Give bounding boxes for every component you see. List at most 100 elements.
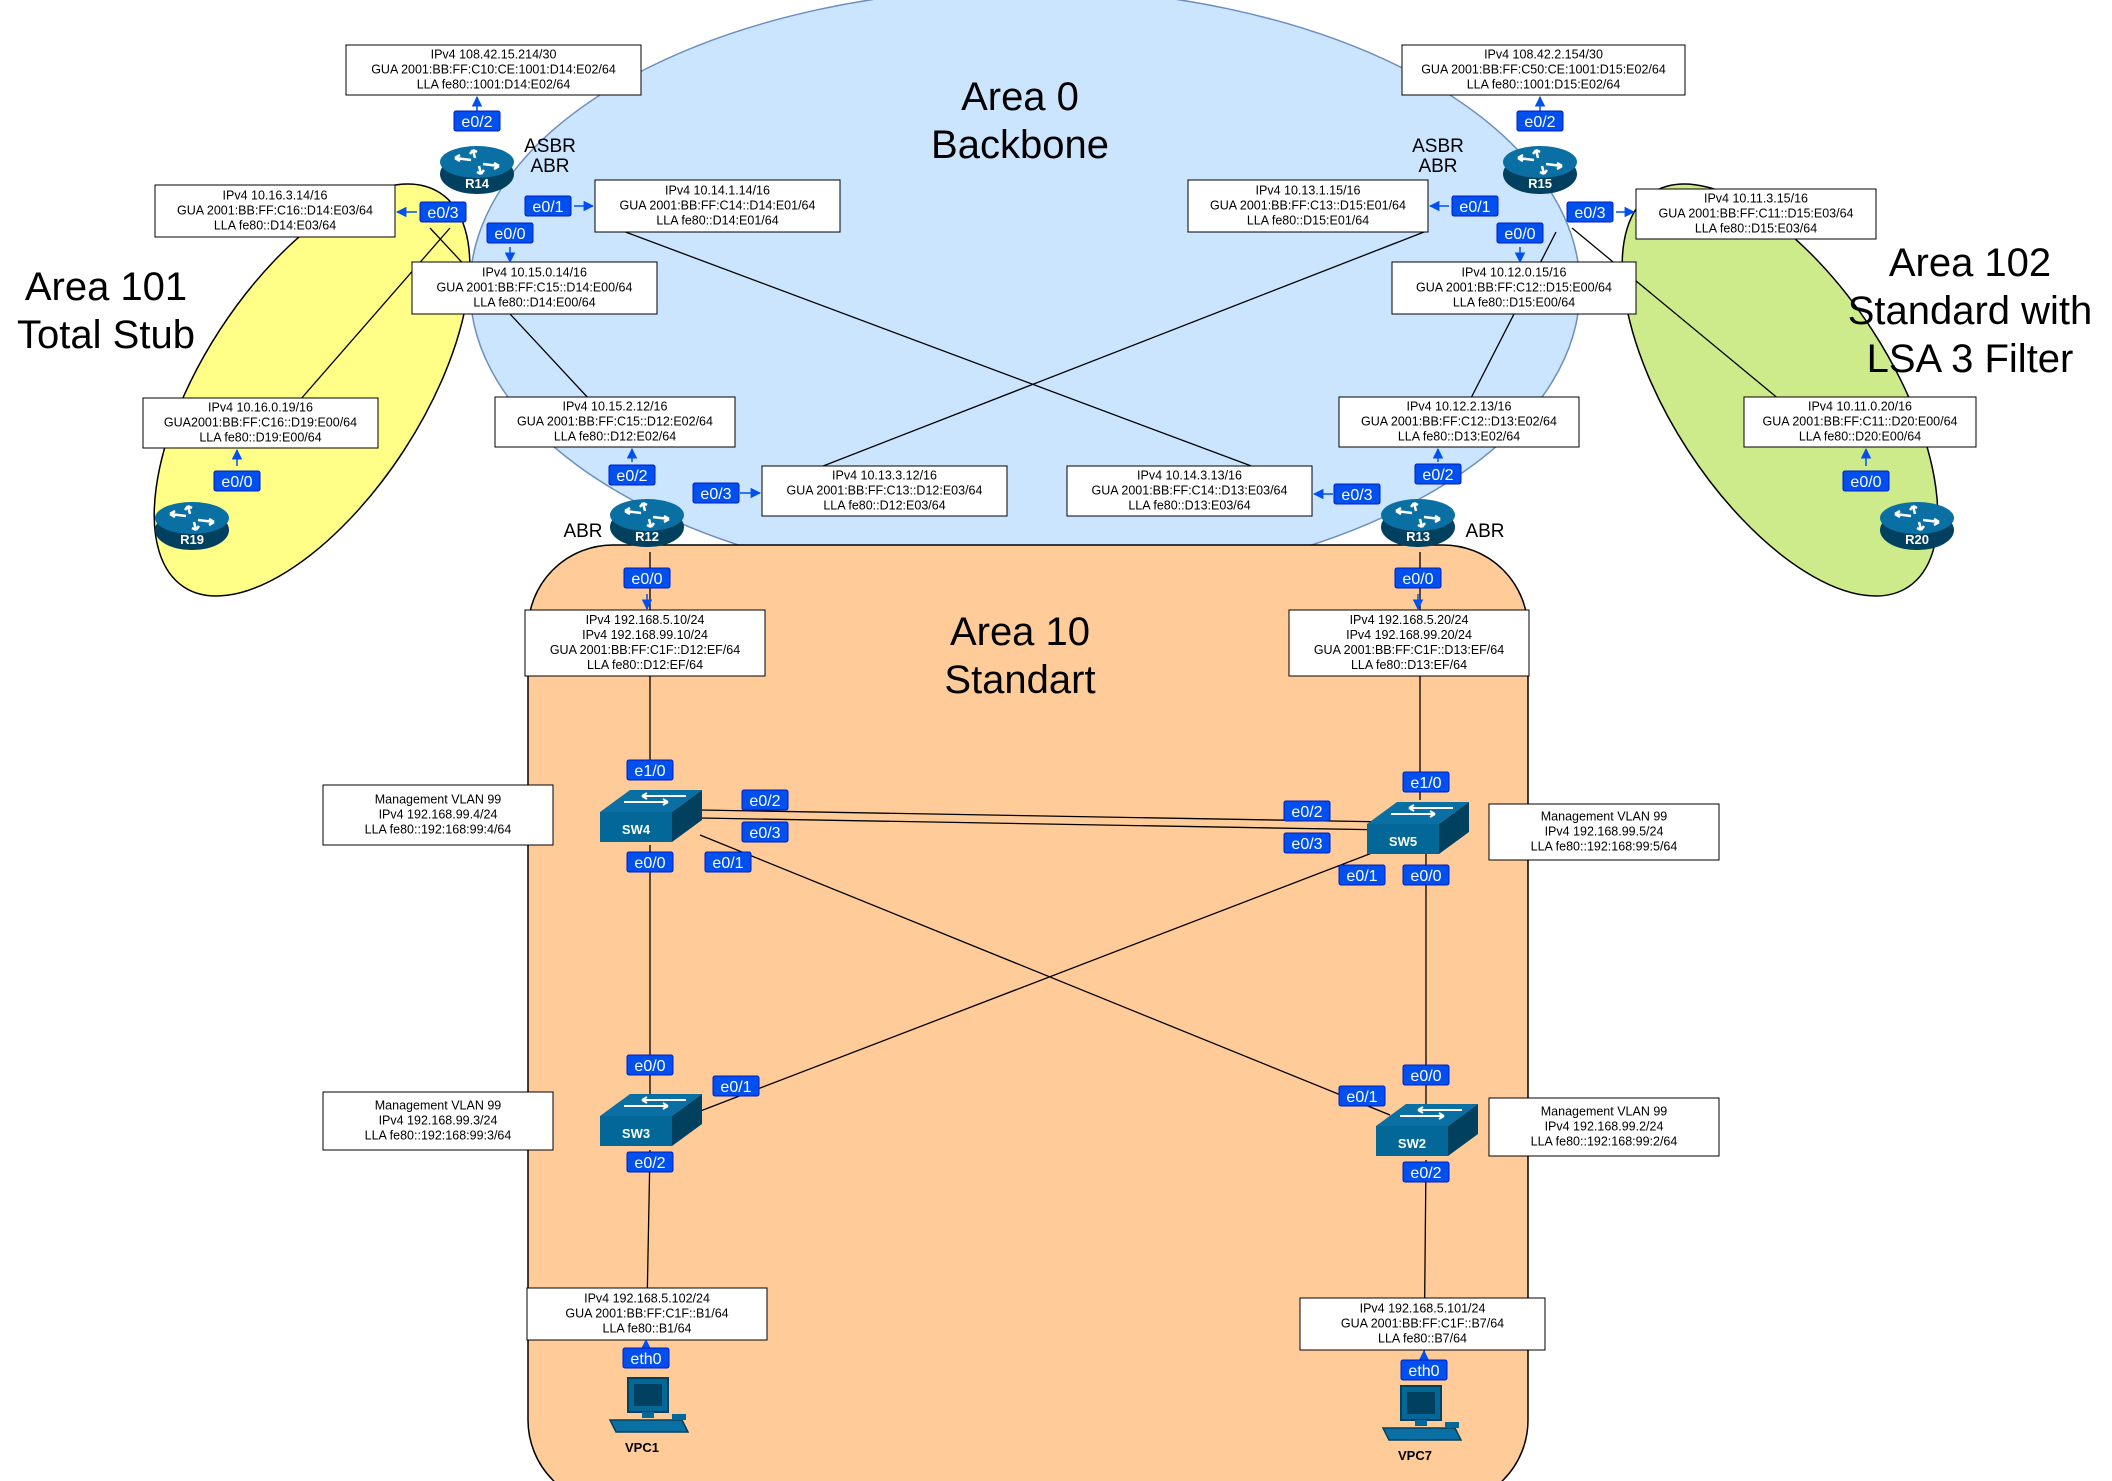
port-label: e0/0 (634, 855, 665, 872)
port-r12-e02[interactable]: e0/2 (608, 447, 656, 486)
port-sw5-e01[interactable]: e0/1 (1338, 864, 1386, 886)
address-line: IPv4 10.13.3.12/16 (832, 469, 937, 483)
area-10-title: Area 10 Standart (944, 610, 1095, 702)
address-line: GUA 2001:BB:FF:C13::D12:E03/64 (787, 484, 983, 498)
address-line: LLA fe80::D20:E00/64 (1799, 430, 1921, 444)
port-vpc7-eth0[interactable]: eth0 (1400, 1349, 1448, 1381)
port-r12-e00[interactable]: e0/0 (623, 567, 671, 611)
port-label: e0/2 (461, 114, 492, 131)
port-sw2-e00[interactable]: e0/0 (1402, 1064, 1450, 1086)
area-102-title-line3: LSA 3 Filter (1867, 337, 2074, 381)
port-sw3-e01[interactable]: e0/1 (712, 1075, 760, 1097)
device-label: R19 (180, 532, 204, 547)
address-line: LLA fe80::192:168:99:3/64 (365, 1129, 512, 1143)
port-label: eth0 (630, 1351, 661, 1368)
area-102-title-line1: Area 102 (1889, 241, 2051, 285)
port-r13-e00[interactable]: e0/0 (1394, 567, 1442, 611)
port-label: eth0 (1408, 1363, 1439, 1380)
device-label: R14 (465, 176, 490, 191)
address-line: Management VLAN 99 (1541, 810, 1668, 824)
sw3-switch[interactable]: SW3 (599, 1093, 703, 1147)
port-sw5-e03[interactable]: e0/3 (1283, 832, 1331, 854)
port-r14-e03[interactable]: e0/3 (395, 201, 467, 223)
port-sw3-e02[interactable]: e0/2 (626, 1151, 674, 1173)
port-r15-e03[interactable]: e0/3 (1566, 201, 1636, 223)
port-sw5-e10[interactable]: e1/0 (1402, 771, 1450, 793)
port-r15-e02[interactable]: e0/2 (1516, 95, 1564, 132)
port-label: e0/0 (1402, 571, 1433, 588)
port-label: e0/0 (634, 1058, 665, 1075)
port-label: e0/1 (532, 199, 563, 216)
r14-role-asbr: ASBR (524, 136, 576, 157)
address-line: LLA fe80::D14:E01/64 (656, 214, 778, 228)
port-sw4-e02[interactable]: e0/2 (741, 789, 789, 811)
r12-router[interactable]: R12 (608, 497, 686, 549)
ports-layer: e0/2 e0/3 e0/1 e0/0 e0/0 e0/2 e0/3 e0/0 e0/2 e0/1… (213, 95, 1890, 1381)
port-sw4-e01[interactable]: e0/1 (704, 851, 752, 873)
port-r15-e01[interactable]: e0/1 (1428, 195, 1499, 217)
address-line: IPv4 10.11.3.15/16 (1704, 192, 1808, 206)
address-line: LLA fe80::B7/64 (1378, 1332, 1467, 1346)
port-r14-e02[interactable]: e0/2 (453, 95, 501, 132)
port-sw4-e00[interactable]: e0/0 (626, 851, 674, 873)
address-line: LLA fe80::D14:E03/64 (214, 219, 336, 233)
sw5-switch[interactable]: SW5 (1366, 801, 1470, 855)
port-sw5-e00[interactable]: e0/0 (1402, 864, 1450, 886)
port-sw3-e00[interactable]: e0/0 (626, 1054, 674, 1076)
link-r15-r13 (1469, 231, 1557, 401)
port-r14-e00[interactable]: e0/0 (486, 222, 534, 264)
r15-router[interactable]: R15 (1501, 144, 1579, 196)
port-label: e0/1 (1346, 868, 1377, 885)
port-sw4-e10[interactable]: e1/0 (626, 759, 674, 781)
port-r20-e00[interactable]: e0/0 (1842, 447, 1890, 492)
device-label: VPC7 (1398, 1448, 1432, 1463)
vpc7-pc[interactable]: VPC7 (1382, 1385, 1462, 1463)
address-line: GUA 2001:BB:FF:C1F::D12:EF/64 (550, 643, 740, 657)
port-r13-e02[interactable]: e0/2 (1414, 447, 1462, 485)
port-label: e0/2 (1422, 467, 1453, 484)
address-line: IPv4 192.168.99.20/24 (1346, 628, 1472, 642)
address-line: LLA fe80::D12:E02/64 (554, 430, 676, 444)
address-line: GUA 2001:BB:FF:C16::D14:E03/64 (177, 204, 373, 218)
port-label: e0/3 (700, 486, 731, 503)
device-label: SW5 (1389, 834, 1417, 849)
port-r14-e01[interactable]: e0/1 (524, 195, 595, 217)
address-line: GUA 2001:BB:FF:C10:CE:1001:D14:E02/64 (371, 63, 616, 77)
port-vpc1-eth0[interactable]: eth0 (622, 1338, 670, 1369)
address-line: IPv4 10.15.0.14/16 (482, 266, 587, 280)
r14-router[interactable]: R14 (438, 144, 516, 196)
port-r19-e00[interactable]: e0/0 (213, 448, 261, 492)
port-sw2-e01[interactable]: e0/1 (1338, 1085, 1386, 1107)
r19-router[interactable]: R19 (153, 500, 231, 552)
port-sw5-e02[interactable]: e0/2 (1283, 800, 1331, 822)
port-sw2-e02[interactable]: e0/2 (1402, 1161, 1450, 1183)
sw2-switch[interactable]: SW2 (1375, 1103, 1479, 1157)
address-box-r19-e00: IPv4 10.16.0.19/16GUA2001:BB:FF:C16::D19… (142, 397, 379, 449)
port-sw4-e03[interactable]: e0/3 (741, 821, 789, 843)
sw4-switch[interactable]: SW4 (599, 789, 703, 843)
address-line: LLA fe80::192:168:99:5/64 (1531, 840, 1678, 854)
link-r15-r12 (799, 231, 1425, 476)
port-label: e1/0 (1410, 775, 1441, 792)
address-line: IPv4 192.168.5.102/24 (584, 1292, 710, 1306)
link-sw5-sw3 (689, 847, 1386, 1116)
address-line: LLA fe80::D13:E02/64 (1398, 430, 1520, 444)
link-r15-r20 (1571, 227, 1781, 401)
port-r15-e00[interactable]: e0/0 (1496, 222, 1544, 264)
r20-router[interactable]: R20 (1878, 500, 1956, 552)
vpc1-pc[interactable]: VPC1 (609, 1377, 689, 1455)
address-line: IPv4 192.168.5.10/24 (586, 613, 705, 627)
r13-router[interactable]: R13 (1379, 497, 1457, 549)
port-r13-e03[interactable]: e0/3 (1312, 483, 1381, 505)
port-r12-e03[interactable]: e0/3 (692, 482, 762, 504)
